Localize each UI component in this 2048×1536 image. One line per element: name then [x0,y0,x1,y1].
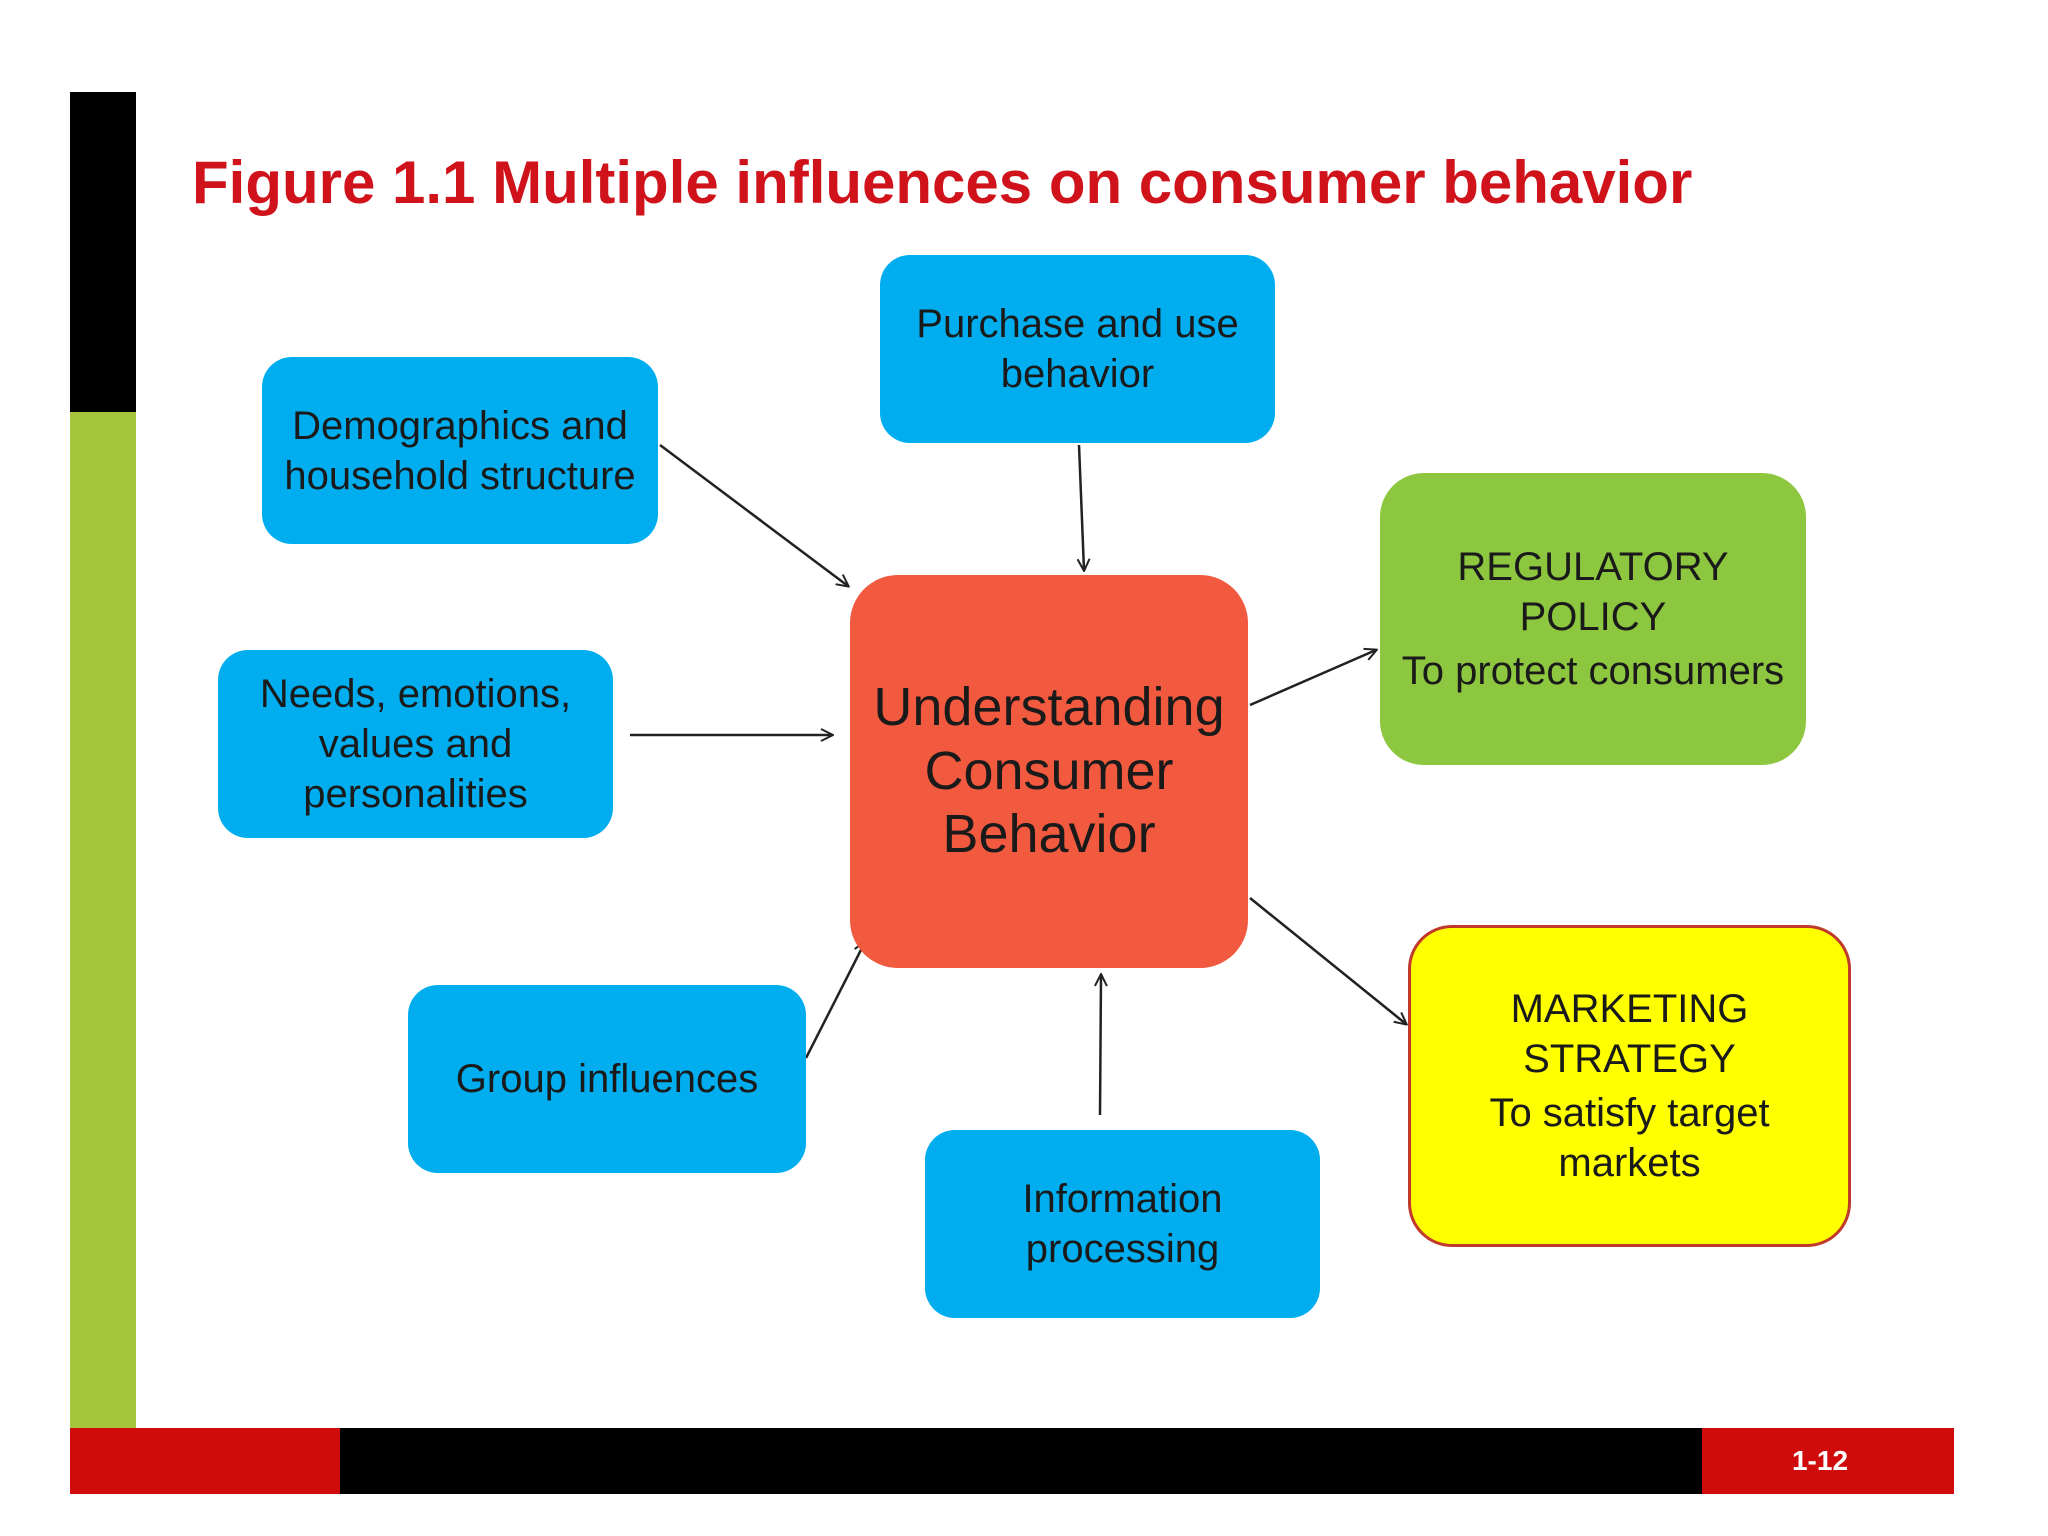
information-processing-label: Information processing [1022,1177,1223,1271]
purchase-behavior-box: Purchase and use behavior [880,255,1275,443]
needs-box: Needs, emotions, values and personalitie… [218,650,613,838]
regulatory-policy-subtitle: To protect consumers [1401,649,1785,693]
arrow-center-to-regulatory [1249,650,1376,707]
footer-bar-black [340,1428,1702,1494]
figure-title: Figure 1.1 Multiple influences on consum… [192,149,1693,216]
information-processing-box: Information processing [925,1130,1320,1318]
demographics-box: Demographics and household structure [262,357,658,544]
marketing-strategy-box: MARKETING STRATEGY To satisfy target mar… [1408,925,1851,1247]
marketing-strategy-title: MARKETING STRATEGY [1510,987,1749,1081]
arrow-center-to-marketing [1249,897,1406,1024]
arrow-group-to-center [804,942,865,1059]
footer-bar-red-right [1702,1428,1954,1494]
center-box: Understanding Consumer Behavior [850,575,1248,968]
purchase-behavior-label: Purchase and use behavior [916,302,1239,396]
arrow-demographics-to-center [659,444,848,586]
arrow-information-to-center [1100,975,1101,1116]
regulatory-policy-box: REGULATORY POLICY To protect consumers [1380,473,1806,765]
regulatory-policy-title: REGULATORY POLICY [1457,545,1729,639]
demographics-label: Demographics and household structure [284,403,636,498]
marketing-strategy-subtitle: To satisfy target markets [1489,1091,1770,1185]
arrow-purchase-to-center [1079,444,1084,570]
center-label: Understanding Consumer Behavior [873,676,1225,865]
page-number: 1-12 [1791,1445,1849,1476]
footer-bar-red-left [70,1428,340,1494]
group-influences-label: Group influences [455,1057,759,1101]
needs-label: Needs, emotions, values and personalitie… [259,672,572,816]
group-influences-box: Group influences [408,985,806,1173]
left-accent-bar-black [70,92,136,412]
left-accent-bar-green [70,412,136,1428]
